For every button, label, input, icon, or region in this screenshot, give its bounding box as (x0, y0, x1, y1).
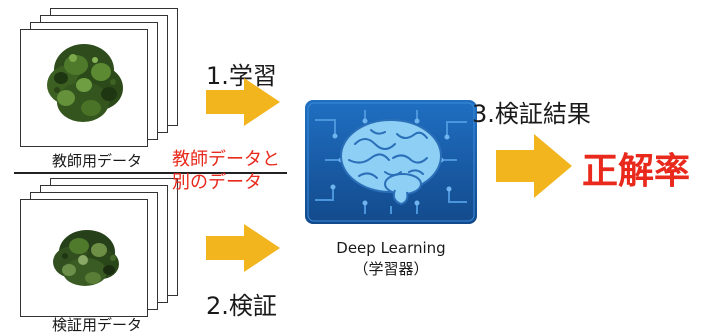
step-3-label: 3.検証結果 (472, 100, 591, 128)
step-1-label: 1.学習 (206, 62, 277, 90)
training-data-stack (20, 8, 180, 148)
tree-canopy-image (53, 230, 119, 286)
step-2-label: 2.検証 (206, 292, 277, 320)
note-line-2: 別のデータ (172, 172, 262, 193)
arrow-right-icon (496, 134, 572, 198)
validation-data-caption: 検証用データ (52, 316, 143, 334)
tree-canopy-image (47, 44, 123, 122)
deep-learning-brain-image (305, 100, 477, 224)
validation-card-front (20, 199, 148, 317)
training-data-caption: 教師用データ (52, 152, 143, 170)
validation-data-stack (20, 178, 180, 318)
training-card-front (20, 29, 148, 147)
model-subtitle: （学習器） (353, 260, 429, 278)
divider-line (14, 172, 287, 174)
arrow-right-icon (206, 78, 280, 126)
model-name: Deep Learning (336, 239, 446, 257)
arrow-right-icon (206, 224, 280, 272)
accuracy-result-label: 正解率 (582, 151, 691, 192)
note-line-1: 教師データと (172, 149, 280, 170)
